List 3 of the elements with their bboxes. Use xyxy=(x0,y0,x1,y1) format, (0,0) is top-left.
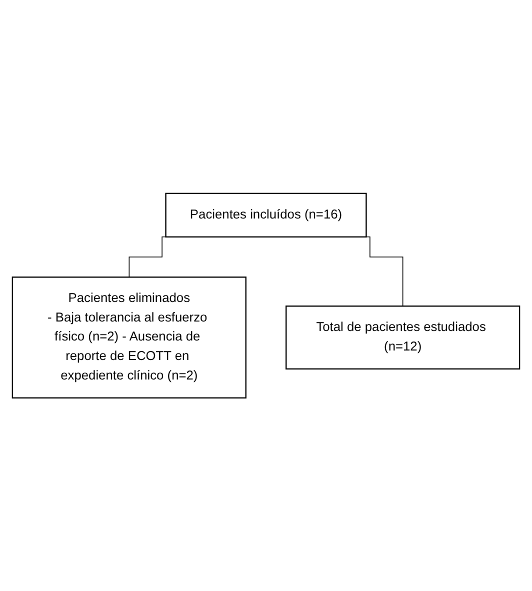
node-box: Total de pacientes estudiados (n=12) xyxy=(286,305,520,370)
node-box: Pacientes incluídos (n=16) xyxy=(165,192,367,238)
node-box: Pacientes eliminados - Baja tolerancia al esfuerzo físico (n=2) - Ausencia de reporte de ECOTT en expediente clínico (n=2) xyxy=(12,276,246,398)
